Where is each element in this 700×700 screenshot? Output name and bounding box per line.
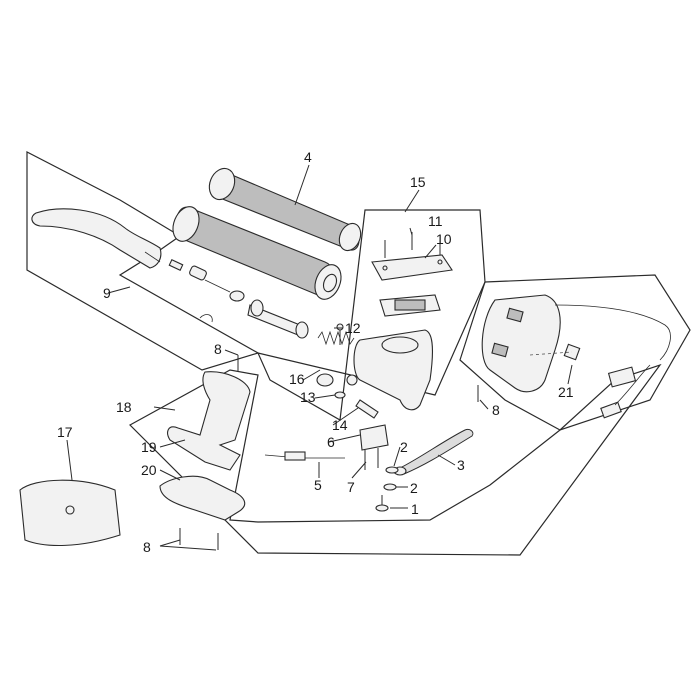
label-8-bottom: 8 [143, 539, 151, 555]
switch-housing [481, 294, 561, 393]
label-14: 14 [332, 417, 348, 433]
label-13: 13 [300, 389, 316, 405]
label-3: 3 [457, 457, 465, 473]
label-5: 5 [314, 477, 322, 493]
label-2-lower: 2 [410, 480, 418, 496]
leader-lines [66, 164, 573, 551]
label-1: 1 [411, 501, 419, 517]
label-21: 21 [558, 384, 574, 400]
label-10: 10 [436, 231, 452, 247]
grip-front [172, 206, 342, 300]
lever-washer [229, 290, 245, 302]
wire-terminal [600, 401, 622, 419]
lever-pin-shaft [204, 279, 231, 293]
cover-screw-hole-2 [437, 259, 443, 265]
label-17: 17 [57, 424, 73, 440]
label-2-upper: 2 [400, 439, 408, 455]
wire-plug [607, 366, 637, 388]
wire-lead [614, 364, 651, 406]
label-19: 19 [141, 439, 157, 455]
piston-seal-1 [250, 299, 264, 317]
banjo-washer-upper [385, 466, 399, 474]
cable-bracket [359, 424, 389, 451]
reservoir-opening [381, 336, 419, 354]
cylinder-port [346, 374, 358, 386]
pivot-bolt-head [336, 323, 344, 331]
switch-wire [554, 304, 671, 361]
brake-hose [399, 429, 474, 475]
bag-button [65, 505, 75, 515]
label-8-right: 8 [492, 402, 500, 418]
nut [334, 391, 346, 399]
lever-pivot [144, 251, 161, 263]
label-18: 18 [116, 399, 132, 415]
banjo-bolt-head [375, 504, 389, 512]
label-6: 6 [327, 434, 335, 450]
cable-adjuster [284, 451, 306, 461]
switch-button-2 [491, 342, 509, 358]
label-7: 7 [347, 479, 355, 495]
label-4: 4 [304, 149, 312, 165]
reservoir-cover [371, 254, 453, 281]
alignment-line [529, 351, 573, 356]
label-16: 16 [289, 371, 305, 387]
return-spring [317, 330, 355, 346]
grip-rear [208, 167, 362, 252]
reservoir-diaphragm [394, 299, 426, 311]
label-15: 15 [410, 174, 426, 190]
label-12: 12 [345, 320, 361, 336]
label-11: 11 [428, 213, 443, 229]
banjo-washer-lower [383, 483, 397, 491]
piston-seal-2 [295, 321, 309, 339]
brake-lever [31, 208, 162, 269]
label-8-top: 8 [214, 341, 222, 357]
lever-pin [168, 259, 184, 271]
label-20: 20 [141, 462, 157, 478]
switch-button-1 [506, 307, 524, 323]
lever-group-outline [26, 151, 260, 371]
hand-guard-upper [167, 371, 251, 471]
piston-cup [316, 373, 334, 387]
hand-guard-lower [159, 475, 246, 521]
master-cylinder-group-outline [256, 209, 486, 421]
label-9: 9 [103, 285, 111, 301]
lever-bushing [189, 265, 207, 281]
circlip [199, 314, 213, 323]
brake-switch [355, 399, 379, 419]
cover-screw-hole-1 [382, 265, 388, 271]
main-assembly-outline [129, 363, 662, 556]
